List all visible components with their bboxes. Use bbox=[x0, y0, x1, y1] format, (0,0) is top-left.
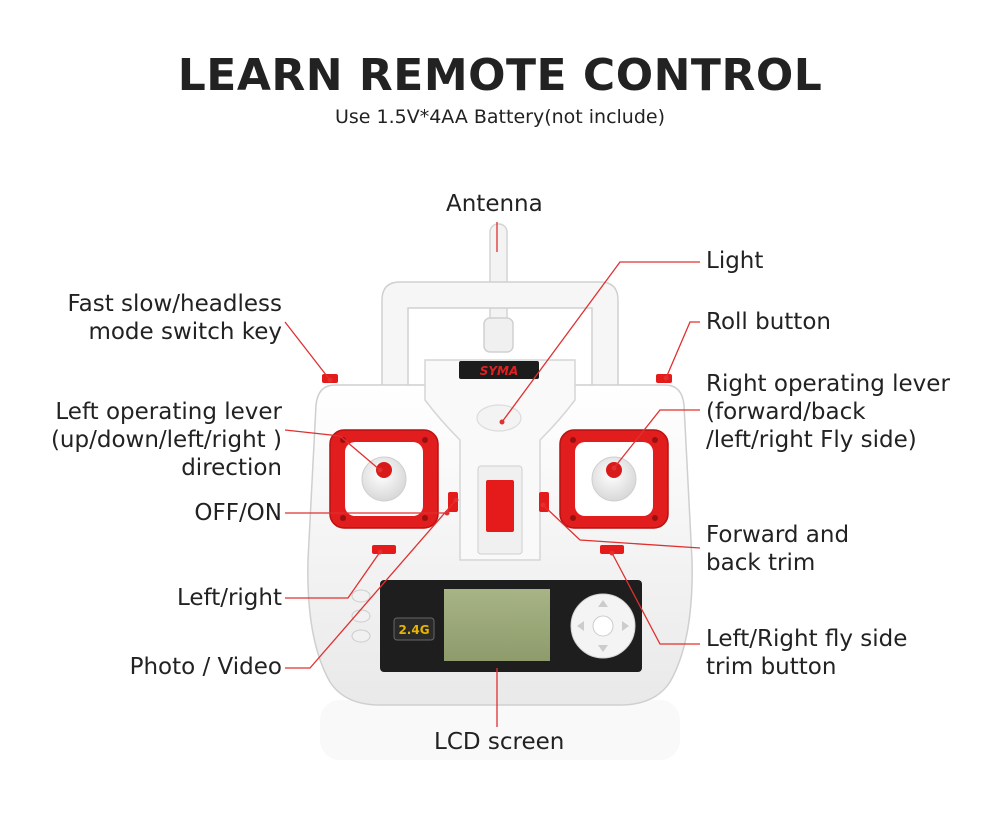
label-lr-trim: Left/right bbox=[176, 585, 282, 611]
label-left-lever-line1: Left operating lever bbox=[55, 399, 282, 425]
label-speed-switch-line1: Fast slow/headless bbox=[67, 291, 282, 317]
light-indicator bbox=[476, 404, 522, 432]
label-right-lever-line3: /left/right Fly side) bbox=[706, 427, 917, 453]
left-right-fly-side-trim[interactable] bbox=[600, 545, 624, 554]
power-switch[interactable] bbox=[477, 465, 523, 555]
label-photo-video: Photo / Video bbox=[129, 654, 282, 680]
brand-badge: SYMA bbox=[459, 361, 539, 379]
pointer-lines bbox=[284, 222, 701, 727]
label-antenna: Antenna bbox=[446, 191, 543, 217]
pointer-dots bbox=[327, 375, 669, 556]
label-roll-button: Roll button bbox=[706, 309, 831, 335]
left-operating-lever[interactable] bbox=[329, 429, 439, 529]
label-lr-fly-trim-line2: trim button bbox=[706, 654, 837, 680]
page-title: LEARN REMOTE CONTROL bbox=[177, 50, 823, 101]
reflection bbox=[320, 700, 680, 760]
label-left-lever-line3: direction bbox=[181, 455, 282, 481]
lcd-screen bbox=[444, 589, 550, 661]
label-power: OFF/ON bbox=[194, 500, 282, 526]
band-badge: 2.4G bbox=[398, 623, 429, 637]
label-fb-trim-line2: back trim bbox=[706, 550, 816, 576]
label-fb-trim-line1: Forward and bbox=[706, 522, 850, 548]
photo-video-buttons[interactable] bbox=[351, 589, 371, 643]
label-left-lever-line2: (up/down/left/right ) bbox=[50, 427, 282, 453]
label-right-lever-line2: (forward/back bbox=[706, 399, 866, 425]
center-panel bbox=[424, 359, 576, 561]
brand-text: SYMA bbox=[480, 364, 519, 378]
label-lr-fly-trim-line1: Left/Right fly side bbox=[706, 626, 908, 652]
label-right-lever-line1: Right operating lever bbox=[706, 371, 950, 397]
lcd-panel: 2.4G bbox=[380, 580, 642, 672]
label-speed-switch-line2: mode switch key bbox=[88, 319, 282, 345]
left-right-trim[interactable] bbox=[372, 545, 396, 554]
label-lcd-screen: LCD screen bbox=[434, 729, 565, 755]
page-subtitle: Use 1.5V*4AA Battery(not include) bbox=[334, 106, 666, 128]
right-operating-lever[interactable] bbox=[559, 429, 669, 529]
label-light: Light bbox=[706, 248, 764, 274]
